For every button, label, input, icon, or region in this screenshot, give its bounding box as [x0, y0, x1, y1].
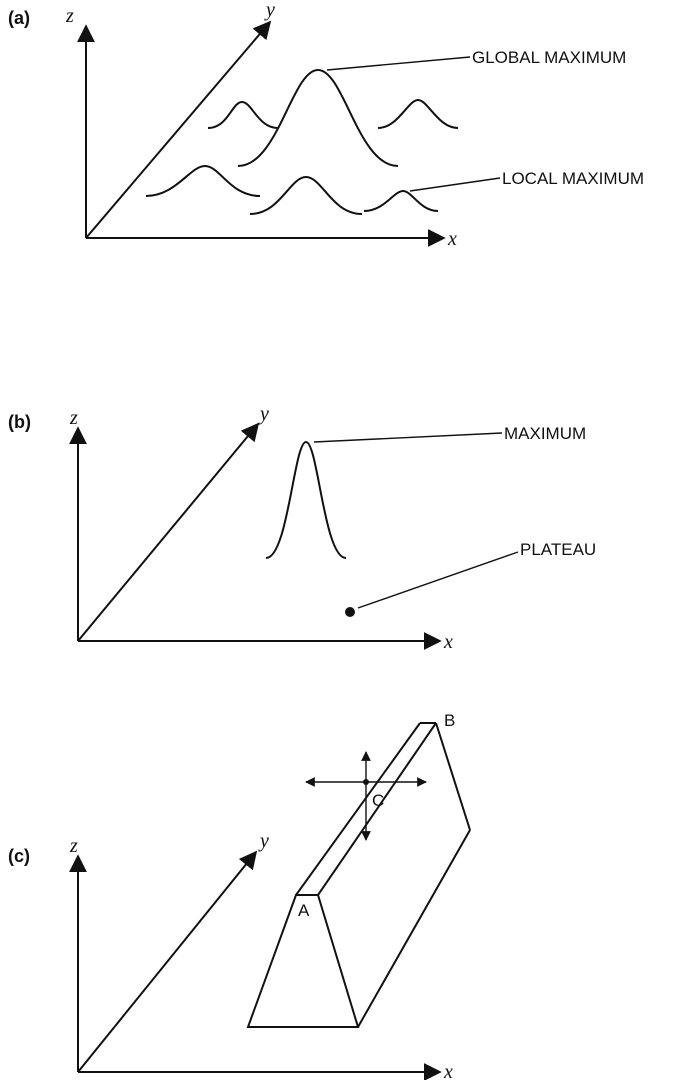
- point-c-marker: [363, 779, 369, 785]
- local-peak: [249, 175, 363, 215]
- plateau-leader: [357, 551, 519, 609]
- maximum-leader: [313, 432, 503, 443]
- maximum-label: MAXIMUM: [504, 424, 586, 443]
- x-axis-label: x: [443, 1061, 453, 1080]
- global-maximum-label: GLOBAL MAXIMUM: [472, 48, 626, 67]
- panel-b-tag: (b): [8, 412, 31, 432]
- y-axis-label: y: [258, 403, 269, 425]
- panel-b: (b) z y x MAXIMUM PLATEAU: [8, 403, 596, 653]
- local-peak: [207, 100, 279, 129]
- local-maximum-label: LOCAL MAXIMUM: [502, 169, 644, 188]
- local-peak: [145, 164, 261, 197]
- y-axis: [85, 20, 272, 239]
- local-maximum-leader: [409, 177, 501, 192]
- plateau-point: [345, 607, 355, 617]
- global-maximum-peak: [237, 68, 399, 167]
- y-axis: [77, 422, 260, 642]
- ridge-back-edge: [435, 722, 471, 831]
- point-a-label: A: [298, 901, 310, 920]
- y-axis: [77, 850, 258, 1073]
- panel-a: (a) z y x GLOBAL MAXIMUM LOCAL MAXIMUM: [8, 0, 644, 250]
- plateau-label: PLATEAU: [520, 540, 596, 559]
- local-maximum-peak: [363, 189, 439, 212]
- local-peak: [377, 98, 459, 129]
- z-axis-label: z: [69, 835, 78, 857]
- panel-c-tag: (c): [8, 846, 30, 866]
- ridge-top-edge: [317, 722, 437, 896]
- point-c-label: C: [372, 791, 384, 810]
- x-axis-label: x: [447, 228, 457, 250]
- ridge-prism: [246, 722, 471, 1028]
- panel-a-tag: (a): [8, 8, 30, 28]
- global-maximum-leader: [326, 56, 471, 71]
- maximum-peak: [265, 440, 347, 559]
- y-axis-label: y: [258, 830, 269, 852]
- z-axis-label: z: [69, 407, 78, 429]
- ridge-base-edge: [357, 829, 471, 1028]
- z-axis-label: z: [65, 5, 74, 27]
- point-b-label: B: [444, 711, 455, 730]
- y-axis-label: y: [264, 0, 275, 21]
- x-axis-label: x: [443, 631, 453, 653]
- panel-c: (c) z y x A B C: [8, 711, 471, 1080]
- ridge-top-edge: [295, 722, 421, 896]
